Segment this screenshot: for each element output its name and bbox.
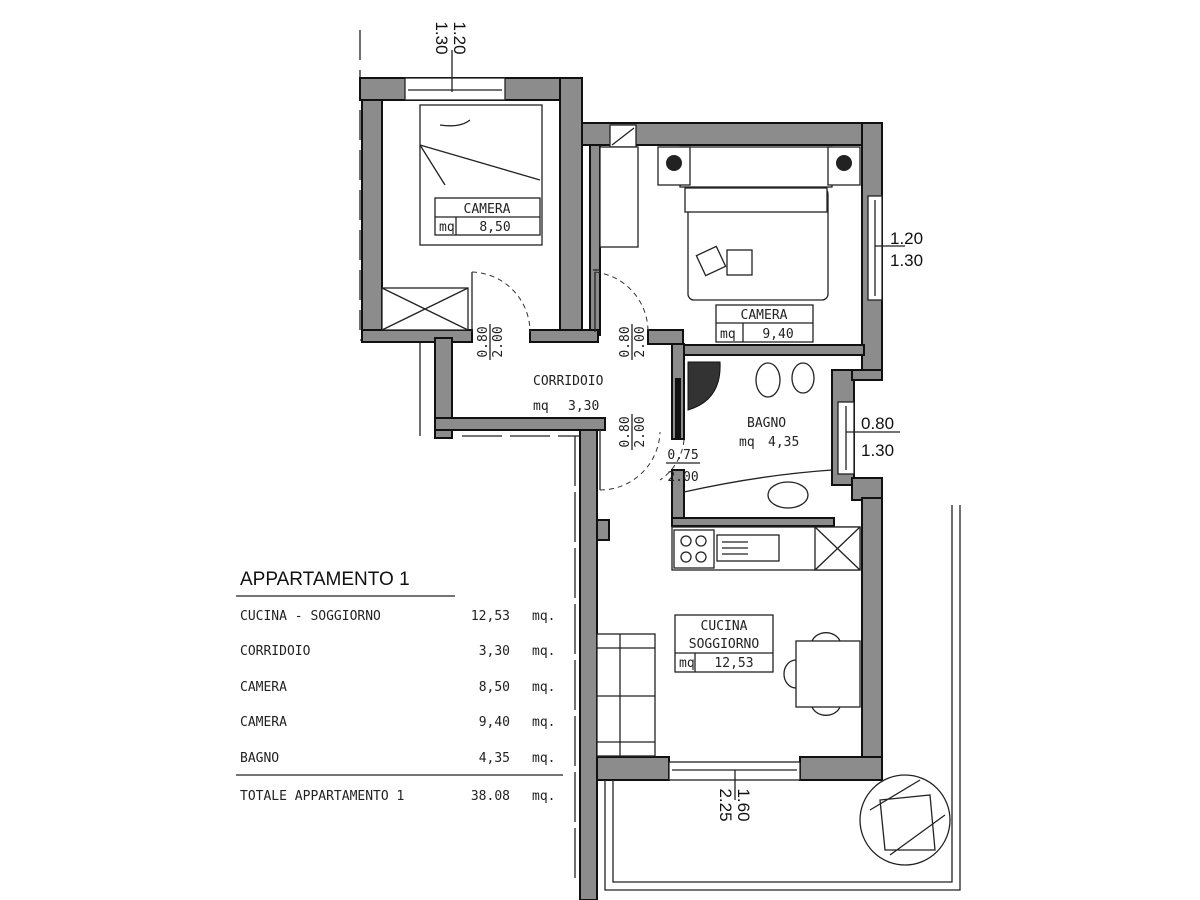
room-label-camera-1: CAMERA mq 8,50 — [434, 197, 541, 236]
svg-text:CAMERA: CAMERA — [240, 715, 287, 730]
svg-text:1.60: 1.60 — [734, 788, 753, 821]
svg-text:3,30: 3,30 — [568, 399, 599, 414]
summary-title: APPARTAMENTO 1 — [240, 569, 410, 590]
svg-text:2.00: 2.00 — [667, 470, 698, 485]
windows — [404, 50, 905, 800]
svg-text:2.00: 2.00 — [633, 326, 648, 357]
room-label-bagno: BAGNO mq 4,35 — [739, 416, 799, 450]
summary-row: CAMERA 9,40 mq. — [240, 715, 555, 730]
svg-text:9,40: 9,40 — [762, 327, 793, 342]
door-dim-bagno: 0.75 2.00 — [666, 448, 700, 485]
window-dim-top: 1.20 1.30 — [432, 21, 469, 54]
door-dim-camera2: 0.80 2.00 — [618, 324, 648, 360]
svg-text:TOTALE APPARTAMENTO 1: TOTALE APPARTAMENTO 1 — [240, 789, 404, 804]
balcony — [604, 505, 961, 891]
svg-text:mq.: mq. — [532, 715, 555, 730]
svg-text:mq: mq — [439, 220, 455, 235]
window-dim-living: 1.60 2.25 — [716, 788, 753, 821]
summary-row: CUCINA - SOGGIORNO 12,53 mq. — [240, 609, 555, 624]
svg-text:12,53: 12,53 — [714, 656, 753, 671]
svg-text:CAMERA: CAMERA — [240, 680, 287, 695]
furniture — [381, 104, 861, 757]
door-dim-cucina: 0.80 2.00 — [618, 414, 648, 450]
doors — [471, 269, 685, 491]
svg-text:mq.: mq. — [532, 609, 555, 624]
svg-text:CORRIDOIO: CORRIDOIO — [240, 644, 311, 659]
room-label-camera-2: CAMERA mq 9,40 — [715, 304, 814, 343]
svg-text:12,53: 12,53 — [471, 609, 510, 624]
sofa — [596, 633, 656, 757]
svg-text:BAGNO: BAGNO — [240, 751, 279, 766]
bidet — [755, 362, 781, 398]
svg-text:mq: mq — [739, 435, 755, 450]
svg-text:9,40: 9,40 — [479, 715, 510, 730]
svg-text:SOGGIORNO: SOGGIORNO — [689, 637, 760, 652]
summary-row: BAGNO 4,35 mq. — [240, 751, 555, 766]
svg-text:mq: mq — [533, 399, 549, 414]
shower — [687, 361, 721, 411]
window-dim-bath: 0.80 1.30 — [861, 414, 894, 460]
svg-text:2.00: 2.00 — [491, 326, 506, 357]
summary-row: CAMERA 8,50 mq. — [240, 680, 555, 695]
svg-text:2.25: 2.25 — [716, 788, 735, 821]
svg-text:4,35: 4,35 — [479, 751, 510, 766]
svg-text:1.20: 1.20 — [890, 229, 923, 248]
window-dim-bedroom: 1.20 1.30 — [890, 229, 923, 270]
svg-text:BAGNO: BAGNO — [747, 416, 786, 431]
svg-text:CAMERA: CAMERA — [464, 202, 511, 217]
svg-text:0.75: 0.75 — [667, 448, 698, 463]
wardrobe-2 — [599, 146, 639, 248]
svg-text:mq.: mq. — [532, 644, 555, 659]
svg-text:1.30: 1.30 — [890, 251, 923, 270]
svg-text:38.08: 38.08 — [471, 789, 510, 804]
room-label-cucina: CUCINA SOGGIORNO mq 12,53 — [674, 614, 774, 673]
summary-row: CORRIDOIO 3,30 mq. — [240, 644, 555, 659]
window-top — [404, 77, 506, 101]
svg-text:1.20: 1.20 — [450, 21, 469, 54]
nightstand-left — [657, 146, 691, 186]
svg-text:CUCINA - SOGGIORNO: CUCINA - SOGGIORNO — [240, 609, 381, 624]
svg-text:8,50: 8,50 — [479, 680, 510, 695]
svg-text:2.00: 2.00 — [633, 416, 648, 447]
svg-text:1.30: 1.30 — [432, 21, 451, 54]
room-label-corridoio: CORRIDOIO mq 3,30 — [533, 374, 604, 414]
area-summary-table: APPARTAMENTO 1 CUCINA - SOGGIORNO 12,53 … — [236, 569, 563, 804]
svg-text:mq.: mq. — [532, 751, 555, 766]
svg-text:0.80: 0.80 — [618, 416, 633, 447]
svg-text:0.80: 0.80 — [861, 414, 894, 433]
svg-text:mq: mq — [720, 327, 736, 342]
svg-text:mq.: mq. — [532, 680, 555, 695]
door-dim-camera1: 0.80 2.00 — [476, 324, 506, 360]
sink — [767, 481, 809, 509]
svg-text:mq.: mq. — [532, 789, 555, 804]
toilet — [791, 362, 815, 394]
svg-text:CORRIDOIO: CORRIDOIO — [533, 374, 604, 389]
svg-text:1.30: 1.30 — [861, 441, 894, 460]
svg-text:8,50: 8,50 — [479, 220, 510, 235]
svg-text:0.80: 0.80 — [476, 326, 491, 357]
svg-text:0.80: 0.80 — [618, 326, 633, 357]
svg-text:CUCINA: CUCINA — [701, 619, 748, 634]
dining-table — [795, 640, 861, 708]
svg-text:4,35: 4,35 — [768, 435, 799, 450]
svg-text:mq: mq — [679, 656, 695, 671]
svg-text:CAMERA: CAMERA — [741, 308, 788, 323]
summary-total-row: TOTALE APPARTAMENTO 1 38.08 mq. — [240, 789, 555, 804]
svg-text:3,30: 3,30 — [479, 644, 510, 659]
